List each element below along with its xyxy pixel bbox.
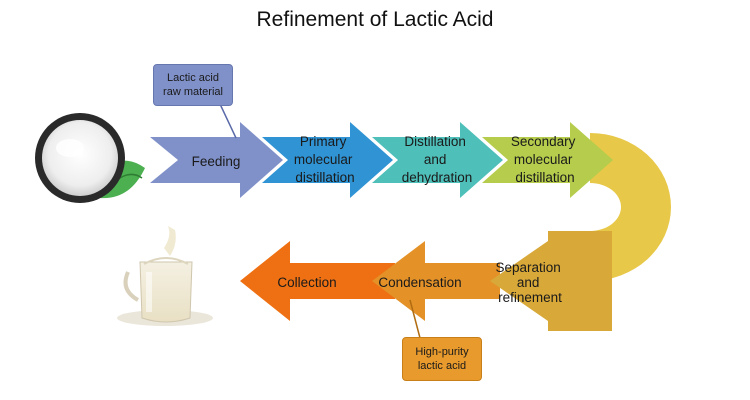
- separation-arrow: [490, 231, 612, 331]
- lactic-powder-bowl-icon: [35, 113, 145, 203]
- high-purity-connector: [409, 299, 421, 339]
- feeding-arrow: [150, 122, 283, 198]
- primary-label: Primary molecular distillation: [294, 134, 356, 185]
- collection-label: Collection: [277, 275, 336, 290]
- raw-material-line-1: Lactic acid: [167, 72, 219, 84]
- raw-material-callout: Lactic acid raw material: [153, 64, 233, 106]
- secondary-arrow: [482, 122, 613, 198]
- dehydration-arrow: [372, 122, 503, 198]
- separation-label: Separation and refinement: [495, 260, 564, 305]
- secondary-label: Secondary molecular distillation: [511, 134, 579, 185]
- high-purity-line-1: High-purity: [415, 346, 469, 358]
- high-purity-callout: High-purity lactic acid: [402, 337, 482, 381]
- raw-material-connector: [219, 103, 237, 139]
- feeding-label: Feeding: [192, 154, 241, 169]
- milk-glass-icon: [117, 226, 213, 326]
- page-title: Refinement of Lactic Acid: [256, 8, 494, 31]
- high-purity-line-2: lactic acid: [417, 360, 467, 372]
- primary-arrow: [262, 122, 393, 198]
- condensation-arrow: [372, 241, 500, 321]
- raw-material-line-2: raw material: [163, 86, 223, 98]
- condensation-label: Condensation: [378, 275, 461, 290]
- dehydration-label: Distillation and dehydration: [402, 134, 473, 185]
- collection-arrow: [240, 241, 395, 321]
